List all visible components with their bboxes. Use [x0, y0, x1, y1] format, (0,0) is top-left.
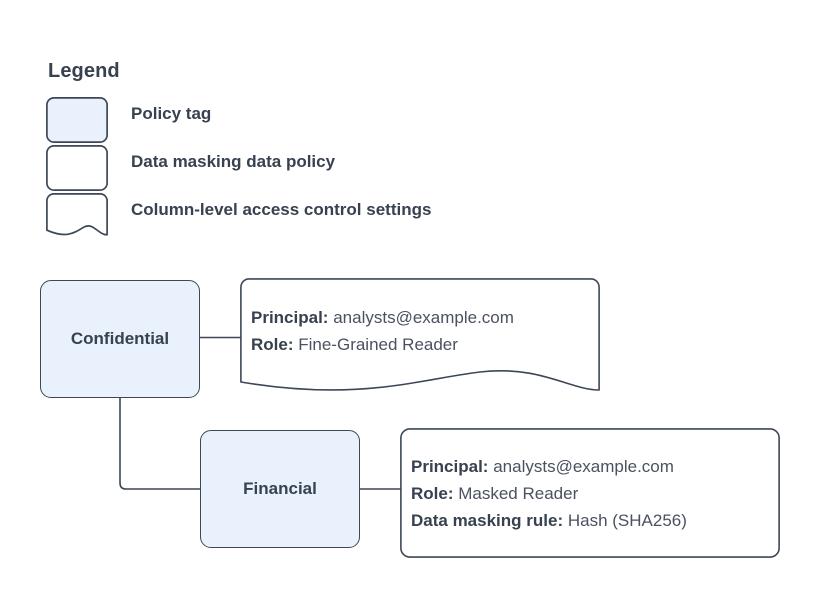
wavy-bottom-card-icon [46, 193, 108, 236]
callout-row-key: Role: [251, 335, 294, 354]
callout-row-value: Masked Reader [458, 484, 579, 503]
legend-swatch-column-level-access [46, 193, 108, 239]
legend-label-column-level-access: Column-level access control settings [131, 200, 432, 219]
legend-swatch-data-masking-policy [46, 145, 108, 191]
node-confidential-label: Confidential [70, 329, 170, 348]
legend-label-policy-tag: Policy tag [131, 104, 212, 123]
rounded-rect-shape [400, 428, 780, 558]
rounded-rect-outline-icon [46, 145, 108, 191]
callout-row: Role: Masked Reader [411, 480, 780, 507]
callout-row: Data masking rule: Hash (SHA256) [411, 507, 780, 534]
callout-row-key: Role: [411, 484, 454, 503]
callout-row-value: Fine-Grained Reader [298, 335, 458, 354]
wavy-bottom-card-shape [240, 278, 600, 391]
legend-swatch-policy-tag [46, 97, 108, 143]
callout-row-key: Principal: [251, 308, 329, 327]
callout-confidential-settings[interactable]: Principal: analysts@example.com Role: Fi… [240, 278, 600, 400]
callout-row-value: analysts@example.com [333, 308, 514, 327]
callout-row-key: Principal: [411, 457, 489, 476]
node-financial-label: Financial [243, 479, 317, 498]
callout-row-value: Hash (SHA256) [567, 511, 687, 530]
node-confidential[interactable]: Confidential [40, 280, 200, 398]
callout-row: Principal: analysts@example.com [251, 304, 600, 331]
rounded-rect-filled-icon [46, 97, 108, 143]
callout-financial-policy[interactable]: Principal: analysts@example.com Role: Ma… [400, 428, 780, 558]
edge-confidential-to-financial [119, 398, 200, 490]
callout-row: Principal: analysts@example.com [411, 453, 780, 480]
callout-row-key: Data masking rule: [411, 511, 564, 530]
node-financial[interactable]: Financial [200, 430, 360, 548]
callout-financial-policy-body: Principal: analysts@example.com Role: Ma… [406, 453, 780, 534]
legend-title: Legend [48, 60, 120, 82]
callout-row-value: analysts@example.com [493, 457, 674, 476]
legend-label-data-masking-policy: Data masking data policy [131, 152, 336, 171]
callout-confidential-settings-body: Principal: analysts@example.com Role: Fi… [246, 304, 600, 358]
callout-row: Role: Fine-Grained Reader [251, 331, 600, 358]
